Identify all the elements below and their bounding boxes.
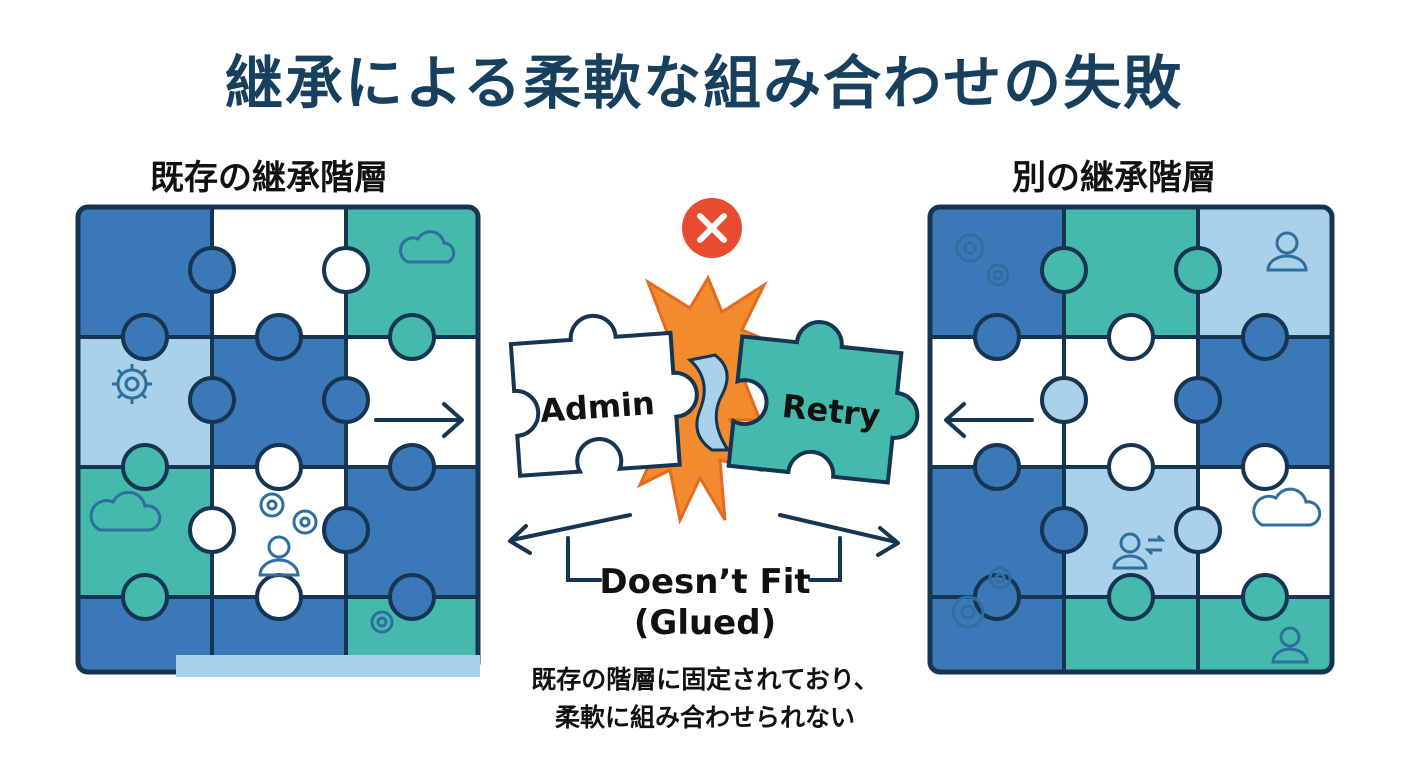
other-hierarchy-label: 別の継承階層 — [1012, 158, 1216, 198]
gear-icon — [259, 492, 318, 535]
existing-hierarchy-puzzle — [78, 207, 478, 672]
doesnt-fit-label: Doesn’t Fit — [599, 562, 811, 602]
retry-puzzle-piece — [726, 320, 920, 485]
cloud-icon — [89, 490, 162, 532]
arrow-left-down-icon — [508, 513, 632, 555]
explanation-line-2: 柔軟に組み合わせられない — [554, 703, 855, 732]
user-icon — [258, 535, 300, 577]
other-hierarchy-puzzle — [930, 207, 1332, 672]
cloud-icon — [398, 230, 456, 264]
x-circle-icon — [682, 198, 742, 258]
gear-icon — [955, 233, 1010, 287]
user-icon — [1266, 231, 1308, 272]
admin-label: Admin — [538, 384, 656, 430]
admin-puzzle-piece — [508, 313, 699, 478]
joint-overlap — [686, 353, 731, 452]
gear-icon — [112, 364, 152, 404]
user-icon — [1271, 626, 1309, 664]
glued-label: (Glued) — [633, 603, 777, 643]
cloud-icon — [1252, 487, 1322, 527]
page-title: 継承による柔軟な組み合わせの失敗 — [224, 49, 1184, 117]
bracket-connector — [566, 536, 842, 582]
gear-icon — [951, 566, 1012, 629]
arrow-right-icon — [374, 402, 464, 438]
user-transfer-icon — [1112, 532, 1166, 570]
arrow-left-icon — [944, 402, 1034, 438]
existing-hierarchy-label: 既存の継承階層 — [150, 158, 388, 198]
explanation-line-1: 既存の階層に固定されており、 — [531, 665, 879, 694]
arrow-right-down-icon — [778, 513, 900, 557]
gear-icon — [370, 610, 394, 634]
